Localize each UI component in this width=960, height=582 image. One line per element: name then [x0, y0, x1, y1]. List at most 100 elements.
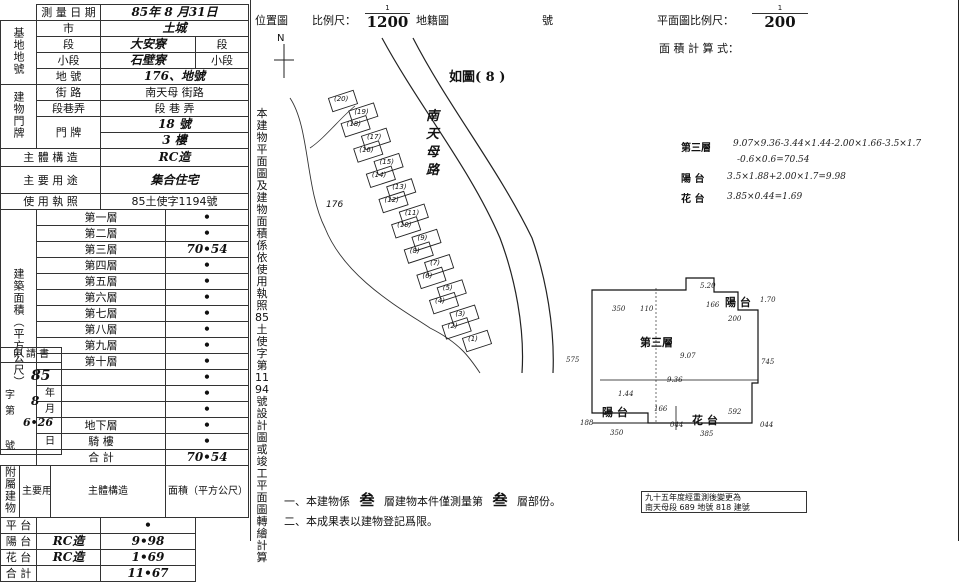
note-line1-mid: 層建物本件僅測量第 [384, 495, 484, 508]
survey-drawing [274, 37, 759, 430]
note-line1-floor: 叁 [492, 491, 508, 509]
section-suffix: 段 [194, 36, 250, 53]
plan-scale-fraction: 1 200 [752, 4, 808, 30]
dimension-d110: 110 [640, 305, 654, 313]
lot-number: (6) [422, 271, 433, 280]
lot-number: (4) [435, 297, 445, 306]
lot-number: (12) [384, 196, 399, 205]
lot-unit [353, 140, 384, 163]
floor-row: 第十層• [1, 353, 250, 370]
section-label: 段 [36, 36, 101, 53]
calc-flower-expr: 3.85×0.44=1.69 [727, 192, 803, 202]
attached-use: 花 台 [0, 549, 37, 566]
floor-name: 第一層 [36, 209, 166, 226]
applicant-hao: 號 [5, 441, 15, 452]
floor-row: 第四層• [1, 257, 250, 274]
floor-row: • [1, 369, 250, 386]
dimension-d170: 1.70 [760, 296, 776, 304]
dimension-d520: 5.20 [700, 282, 716, 290]
attached-area: 9•98 [100, 533, 196, 550]
scale-label: 比例尺： [312, 14, 356, 27]
attached-area: 1•69 [100, 549, 196, 566]
floor-area-value: • [164, 273, 250, 290]
lot-number: (15) [379, 158, 394, 167]
lot-number: (5) [442, 284, 453, 293]
scale-denominator: 1200 [366, 13, 409, 31]
floor-area-value: • [164, 417, 250, 434]
door-group-label: 建物門牌 [12, 91, 25, 139]
dimension-d350: 350 [612, 305, 626, 313]
attached-struct [36, 565, 101, 582]
city-value: 土城 [99, 20, 250, 37]
attached-use: 平 台 [0, 517, 37, 534]
dimension-d745: 745 [761, 358, 775, 366]
separator-line [250, 0, 251, 541]
floor-no: 3 樓 [99, 132, 250, 149]
section-value: 大安寮 [100, 36, 196, 53]
applicant-label: 申 請 書 [1, 348, 61, 363]
land-group-label: 基地地號 [12, 27, 25, 75]
lot-number: (16) [359, 145, 374, 154]
floor-area-value: • [164, 289, 250, 306]
floor-area-value: • [164, 321, 250, 338]
lot-unit [378, 190, 409, 214]
dimension-d166: 166 [706, 301, 720, 309]
lot-unit [391, 216, 422, 239]
plan-flower-label: 花 台 [692, 414, 718, 427]
floor-area-value: • [164, 337, 250, 354]
attached-struct: RC造 [36, 533, 101, 550]
cadastral-map-label: 地籍圖 [416, 14, 449, 27]
lot-number: (14) [371, 170, 387, 179]
subsection-suffix: 小段 [194, 52, 250, 69]
floor-area-value: • [164, 305, 250, 322]
lot-value: 176、地號 [99, 68, 250, 85]
plan-balcony-bottom-label: 陽 台 [602, 406, 628, 419]
resurvey-stamp: 九十五年度經重測後變更為 南天母段 689 地號 818 建號 [641, 491, 807, 513]
floor-row: 地下層• [1, 417, 250, 434]
area-formula-label: 面 積 計 算 式： [659, 42, 739, 55]
lot-number: (7) [430, 259, 441, 268]
floor-name: 騎 樓 [36, 433, 166, 450]
lot-unit [411, 228, 442, 252]
floor-area-value: 70•54 [164, 241, 250, 258]
floor-row: 騎 樓• [1, 433, 250, 450]
note-line1-floors: 叁 [359, 491, 375, 509]
dimension-d592: 592 [728, 408, 742, 416]
attached-area: • [100, 517, 196, 534]
lot-number: (10) [397, 221, 412, 230]
middle-explanation-text: 本建物平面圖及建物面積係依使用執照85土使字第1194號設計圖或竣工平面圖轉繪計… [255, 107, 269, 564]
applicant-di: 第 [5, 406, 15, 417]
applicant-month: 月 [45, 404, 55, 415]
attached-struct: RC造 [36, 549, 101, 566]
floor-area-value: • [164, 209, 250, 226]
door-label: 門 牌 [36, 116, 101, 149]
lane-label: 段巷弄 [36, 100, 101, 117]
lot-unit [398, 203, 429, 226]
dimension-d044: 044 [670, 421, 684, 429]
plan-balcony-top-label: 陽 台 [725, 296, 751, 309]
note-line1-suffix: 層部份。 [517, 495, 562, 508]
application-number-block: 申 請 書 字 第 號 85 年 8 月 6•26 日 [0, 347, 62, 455]
subsection-label: 小段 [36, 52, 101, 69]
plan-outline [591, 277, 759, 424]
applicant-month-value: 8 [31, 394, 40, 408]
total-value: 70•54 [164, 449, 250, 466]
floor-name: 第五層 [36, 273, 166, 290]
survey-date-value: 85年 8 月31日 [99, 4, 250, 21]
floor-plan [591, 277, 759, 430]
door-no: 18 號 [99, 116, 250, 133]
floor-name: 第七層 [36, 305, 166, 322]
figure-label: 如圖( 8 ) [449, 70, 506, 85]
lot-unit [403, 241, 434, 264]
license-label: 使 用 執 照 [0, 193, 101, 210]
note-line1-prefix: 一、本建物係 [284, 495, 350, 508]
lot-unit [428, 291, 460, 315]
floor-area-value: • [164, 353, 250, 370]
floor-area-value: • [164, 433, 250, 450]
street-value: 南天母 街路 [99, 84, 250, 101]
lot-unit [348, 102, 379, 125]
lot-unit [327, 89, 359, 113]
lot-number: (9) [417, 233, 428, 242]
